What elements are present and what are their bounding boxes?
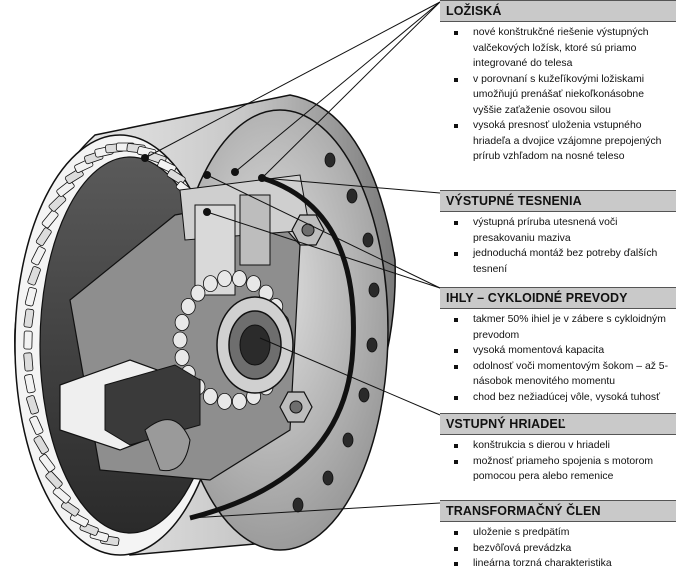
bolt-hole bbox=[322, 470, 334, 486]
needle-roller bbox=[24, 287, 37, 307]
needle-roller bbox=[60, 500, 80, 517]
needle-roller bbox=[24, 373, 36, 394]
bolt-hole bbox=[362, 232, 374, 248]
callout-dots bbox=[141, 154, 266, 216]
bullet-list: nové konštrukčné riešenie výstupných val… bbox=[440, 22, 676, 165]
panel-title: IHLY – CYKLOIDNÉ PREVODY bbox=[440, 287, 676, 309]
bolt-hole bbox=[324, 152, 336, 168]
bullet-item: nové konštrukčné riešenie výstupných val… bbox=[440, 25, 676, 72]
needle-roller bbox=[23, 352, 34, 372]
bolt-hole bbox=[358, 387, 370, 403]
transformation-member bbox=[59, 359, 201, 472]
bullet-item: jednoduchá montáž bez potreby ďalších te… bbox=[440, 246, 676, 277]
cycloid-roller bbox=[232, 392, 247, 410]
needle-roller bbox=[35, 227, 52, 247]
needle-roller bbox=[166, 169, 186, 185]
cycloid-roller bbox=[174, 349, 190, 366]
bullet-list: uloženie s predpätím bezvôľová prevádzka… bbox=[440, 522, 676, 572]
bullet-item: bezvôľová prevádzka bbox=[440, 541, 676, 557]
panel-ihly-cykloidne-prevody: IHLY – CYKLOIDNÉ PREVODY takmer 50% ihie… bbox=[440, 287, 676, 405]
panel-title: VSTUPNÝ HRIADEĽ bbox=[440, 413, 676, 435]
cycloid-roller bbox=[172, 331, 188, 349]
bullet-item: lineárna torzná charakteristika bbox=[440, 556, 676, 572]
needle-roller bbox=[45, 471, 63, 489]
bullet-item: konštrukcia s dierou v hriadeli bbox=[440, 438, 676, 454]
cycloid-roller bbox=[246, 275, 262, 293]
bullet-list: konštrukcia s dierou v hriadeli možnosť … bbox=[440, 435, 676, 485]
bolt-hole bbox=[292, 497, 304, 513]
bullet-item: uloženie s predpätím bbox=[440, 525, 676, 541]
bolt-hole bbox=[346, 188, 358, 204]
bullet-item: výstupná príruba utesnená voči presakova… bbox=[440, 215, 676, 246]
bolt-hole bbox=[368, 282, 380, 298]
bullet-item: takmer 50% ihiel je v zábere s cykloidný… bbox=[440, 312, 676, 343]
needle-roller bbox=[33, 435, 49, 455]
cycloid-roller bbox=[190, 284, 206, 302]
needle-roller bbox=[26, 395, 39, 415]
cycloid-roller bbox=[232, 270, 247, 288]
output-seal-arc bbox=[189, 175, 356, 521]
needle-roller bbox=[52, 486, 71, 504]
cycloid-roller bbox=[180, 298, 196, 315]
needle-roller bbox=[56, 180, 75, 197]
bullet-list: výstupná príruba utesnená voči presakova… bbox=[440, 212, 676, 277]
input-shaft bbox=[216, 296, 294, 394]
bolt-holes bbox=[292, 152, 380, 513]
panel-lozisko: LOŽISKÁ nové konštrukčné riešenie výstup… bbox=[440, 0, 676, 165]
cycloid-roller bbox=[202, 275, 218, 293]
needle-roller bbox=[23, 330, 33, 350]
cycloid-roller bbox=[217, 270, 232, 288]
needle-roller bbox=[38, 453, 56, 473]
panel-title: VÝSTUPNÉ TESNENIA bbox=[440, 190, 676, 212]
panel-title: TRANSFORMAČNÝ ČLEN bbox=[440, 500, 676, 522]
needle-roller bbox=[27, 266, 41, 286]
cycloid-roller bbox=[217, 392, 232, 410]
cycloid-roller bbox=[174, 314, 190, 331]
bullet-item: možnosť priameho spojenia s motorom pomo… bbox=[440, 454, 676, 485]
panel-vystupne-tesnenia: VÝSTUPNÉ TESNENIA výstupná príruba utesn… bbox=[440, 190, 676, 277]
cycloid-roller bbox=[202, 387, 218, 405]
bolt-hole bbox=[342, 432, 354, 448]
needle-roller bbox=[41, 210, 59, 229]
callout-lines bbox=[144, 1, 441, 519]
needle-roller bbox=[29, 415, 44, 435]
panel-vstupny-hriadel: VSTUPNÝ HRIADEĽ konštrukcia s dierou v h… bbox=[440, 413, 676, 485]
bullet-item: vysoká momentová kapacita bbox=[440, 343, 676, 359]
needle-roller bbox=[48, 194, 67, 212]
needle-roller bbox=[31, 246, 46, 266]
bullet-item: v porovnaní s kužeľíkovými ložiskami umo… bbox=[440, 72, 676, 119]
bullet-list: takmer 50% ihiel je v zábere s cykloidný… bbox=[440, 309, 676, 405]
panel-title: LOŽISKÁ bbox=[440, 0, 676, 22]
bullet-item: odolnosť voči momentovým šokom – až 5-ná… bbox=[440, 359, 676, 390]
bullet-item: chod bez nežiadúcej vôle, vysoká tuhosť bbox=[440, 390, 676, 406]
bullet-item: vysoká presnosť uloženia vstupného hriad… bbox=[440, 118, 676, 165]
bolt-hole bbox=[366, 337, 378, 353]
hex-nut-bottom bbox=[279, 391, 313, 423]
panel-transformacny-clen: TRANSFORMAČNÝ ČLEN uloženie s predpätím … bbox=[440, 500, 676, 572]
needle-roller bbox=[23, 308, 35, 328]
